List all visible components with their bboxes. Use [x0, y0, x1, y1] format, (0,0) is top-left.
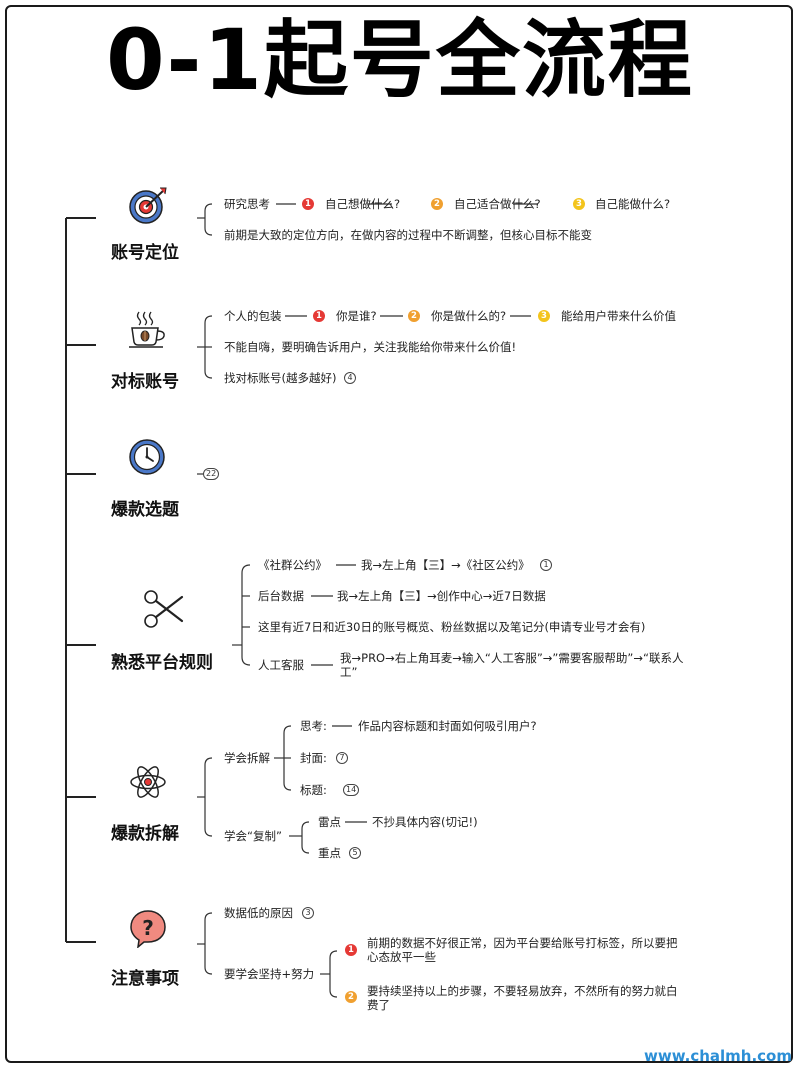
section-label-positioning: 账号定位	[111, 243, 179, 263]
positioning-note: 前期是大致的定位方向，在做内容的过程中不断调整，但核心目标不能变	[224, 228, 592, 242]
question-can: 自己能做什么?	[595, 197, 671, 211]
find-benchmark-label: 找对标账号(越多越好)	[224, 371, 337, 385]
target-icon	[129, 187, 167, 224]
collapsed-count-badge[interactable]: 22	[203, 468, 220, 480]
number-badge-2: 2	[345, 991, 357, 1003]
collapsed-count-badge[interactable]: 5	[349, 847, 361, 859]
number-badge-1: 1	[313, 310, 325, 322]
learn-copy-label: 学会“复制”	[224, 829, 282, 843]
number-badge-1: 1	[302, 198, 314, 210]
low-data-reason-label: 数据低的原因	[224, 906, 293, 920]
page-title: 0-1起号全流程	[106, 11, 694, 109]
think-text: 作品内容标题和封面如何吸引用户?	[358, 719, 537, 733]
learn-breakdown-label: 学会拆解	[224, 751, 270, 765]
focus-label: 重点	[318, 846, 341, 860]
research-label: 研究思考	[224, 197, 270, 211]
svg-text:?: ?	[142, 916, 154, 940]
think-label: 思考:	[300, 719, 327, 733]
question-suit: 自己适合做什么?	[454, 197, 541, 211]
backend-data-label: 后台数据	[258, 589, 304, 603]
collapsed-count-badge[interactable]: 14	[343, 784, 360, 796]
page-frame	[5, 5, 793, 1063]
question-value: 能给用户带来什么价值	[561, 309, 676, 323]
scissors-icon	[144, 590, 184, 628]
question-want: 自己想做什么?	[325, 197, 401, 211]
section-label-hot-topics: 爆款选题	[111, 500, 179, 520]
customer-service-path: 我→PRO→右上角耳麦→输入“人工客服”→”需要客服帮助”→“联系人工”	[340, 651, 684, 679]
customer-service-label: 人工客服	[258, 658, 304, 672]
cover-label: 封面:	[300, 751, 327, 765]
section-label-platform-rules: 熟悉平台规则	[111, 653, 213, 673]
collapsed-count-badge[interactable]: 4	[344, 372, 356, 384]
watermark: www.chalmh.com	[644, 1047, 792, 1065]
personal-packaging-label: 个人的包装	[224, 309, 282, 323]
heading-label: 标题:	[300, 783, 327, 797]
coffee-cup-icon	[129, 311, 165, 348]
number-badge-3: 3	[538, 310, 550, 322]
benchmark-note: 不能自嗨，要明确告诉用户，关注我能给你带来什么价值!	[224, 340, 517, 354]
number-badge-2: 2	[408, 310, 420, 322]
atom-icon	[130, 766, 166, 798]
community-rules-label: 《社群公约》	[258, 558, 327, 572]
community-rules-path: 我→左上角【三】→《社区公约》	[361, 558, 530, 572]
persist-point-2: 要持续坚持以上的步骤，不要轻易放弃，不然所有的努力就白费了	[367, 984, 678, 1012]
question-bubble-icon: ?	[130, 910, 166, 948]
persist-point-1: 前期的数据不好很正常，因为平台要给账号打标签，所以要把心态放平一些	[367, 936, 678, 964]
collapsed-count-badge[interactable]: 3	[302, 907, 314, 919]
number-badge-1: 1	[345, 944, 357, 956]
collapsed-count-badge[interactable]: 7	[336, 752, 348, 764]
backend-data-note: 这里有近7日和近30日的账号概览、粉丝数据以及笔记分(申请专业号才会有)	[258, 620, 646, 634]
question-what: 你是做什么的?	[431, 309, 507, 323]
question-who: 你是谁?	[336, 309, 377, 323]
collapsed-count-badge[interactable]: 1	[540, 559, 552, 571]
backend-data-path: 我→左上角【三】→创作中心→近7日数据	[337, 589, 546, 603]
section-label-notes: 注意事项	[111, 969, 179, 989]
section-label-benchmark: 对标账号	[111, 372, 179, 392]
number-badge-3: 3	[573, 198, 585, 210]
persist-label: 要学会坚持+努力	[224, 967, 315, 981]
landmine-label: 雷点	[318, 815, 341, 829]
clock-icon	[129, 439, 165, 475]
landmine-text: 不抄具体内容(切记!)	[372, 815, 478, 829]
number-badge-2: 2	[431, 198, 443, 210]
section-label-hot-breakdown: 爆款拆解	[111, 824, 179, 844]
